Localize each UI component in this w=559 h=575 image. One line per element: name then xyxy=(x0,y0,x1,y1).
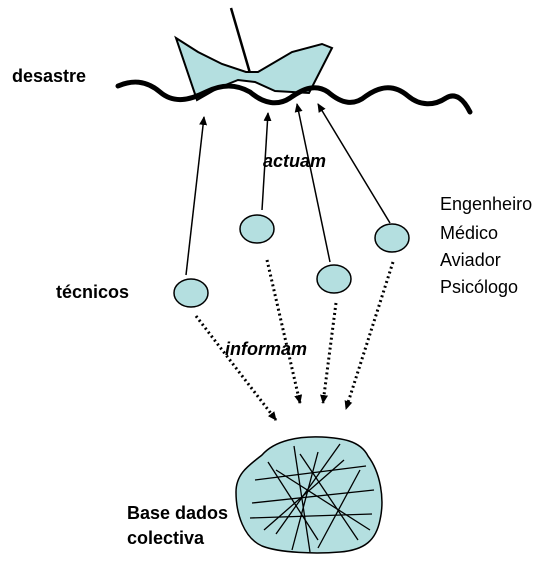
inform-arrow-3 xyxy=(323,303,336,403)
profession-item: Psicólogo xyxy=(440,277,518,297)
technician-nodes xyxy=(174,215,409,307)
act-arrow-1 xyxy=(186,117,204,275)
label-desastre: desastre xyxy=(12,66,86,86)
act-arrow-4 xyxy=(318,104,390,223)
label-actuam: actuam xyxy=(263,151,326,171)
label-colectiva: colectiva xyxy=(127,528,205,548)
inform-arrow-4 xyxy=(346,262,393,409)
technician-node-4 xyxy=(375,224,409,252)
technician-node-1 xyxy=(174,279,208,307)
label-base-dados: Base dados xyxy=(127,503,228,523)
technician-node-2 xyxy=(240,215,274,243)
profession-list: Engenheiro Médico Aviador Psicólogo xyxy=(440,194,532,297)
inform-arrow-2 xyxy=(267,260,300,403)
label-tecnicos: técnicos xyxy=(56,282,129,302)
profession-item: Engenheiro xyxy=(440,194,532,214)
profession-item: Aviador xyxy=(440,250,501,270)
act-arrow-3 xyxy=(297,104,330,262)
profession-item: Médico xyxy=(440,223,498,243)
act-arrows xyxy=(186,104,390,275)
label-informam: informam xyxy=(225,339,307,359)
technician-node-3 xyxy=(317,265,351,293)
database-blob xyxy=(236,437,382,553)
inform-arrow-1 xyxy=(196,316,276,420)
